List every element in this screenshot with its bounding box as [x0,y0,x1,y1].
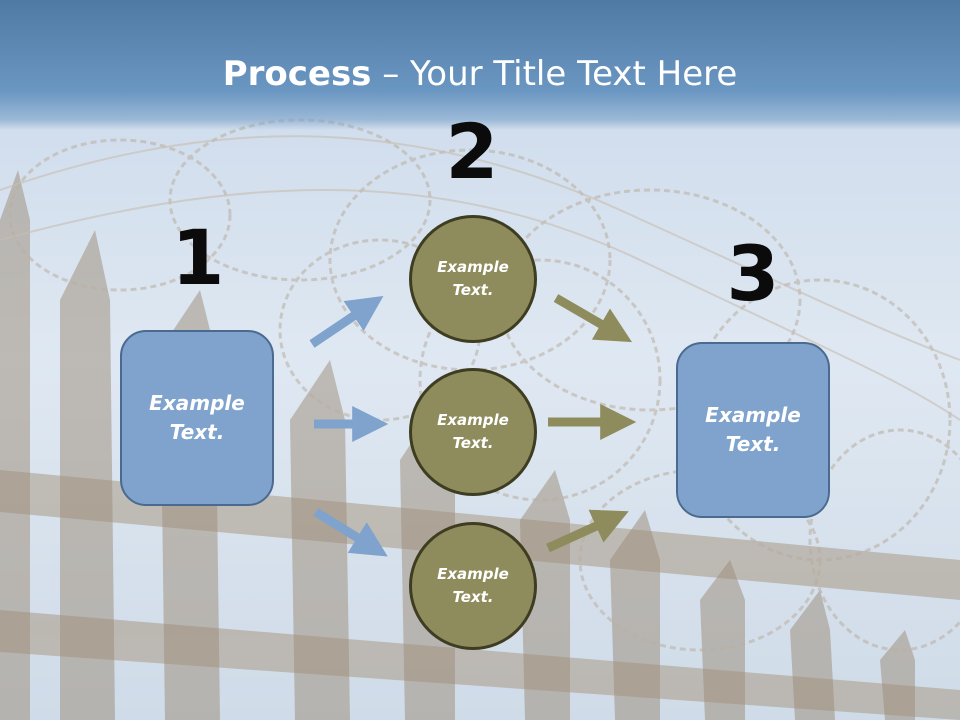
circle-bottom-label: Example Text. [437,565,509,606]
circle-middle-label: Example Text. [437,411,509,452]
step-number-3: 3 [726,229,780,318]
step-number-1: 1 [171,213,225,302]
process-circle-bottom: Example Text. [409,522,537,650]
title-rest-part: – Your Title Text Here [371,54,738,94]
title-band [0,0,960,130]
arrow-1-to-top [309,295,384,348]
process-box-right: Example Text. [676,342,830,518]
slide-title: Process – Your Title Text Here [0,52,960,96]
process-circle-middle: Example Text. [409,368,537,496]
step-number-2: 2 [445,107,499,196]
title-bold-part: Process [222,54,372,94]
arrow-top-to-3 [553,294,633,343]
arrow-bottom-to-3 [546,509,629,553]
process-box-left: Example Text. [120,330,274,506]
box-left-label: Example Text. [149,391,245,444]
box-right-label: Example Text. [705,403,801,456]
process-circle-top: Example Text. [409,215,537,343]
arrow-1-to-bottom [313,508,388,557]
circle-top-label: Example Text. [437,258,509,299]
